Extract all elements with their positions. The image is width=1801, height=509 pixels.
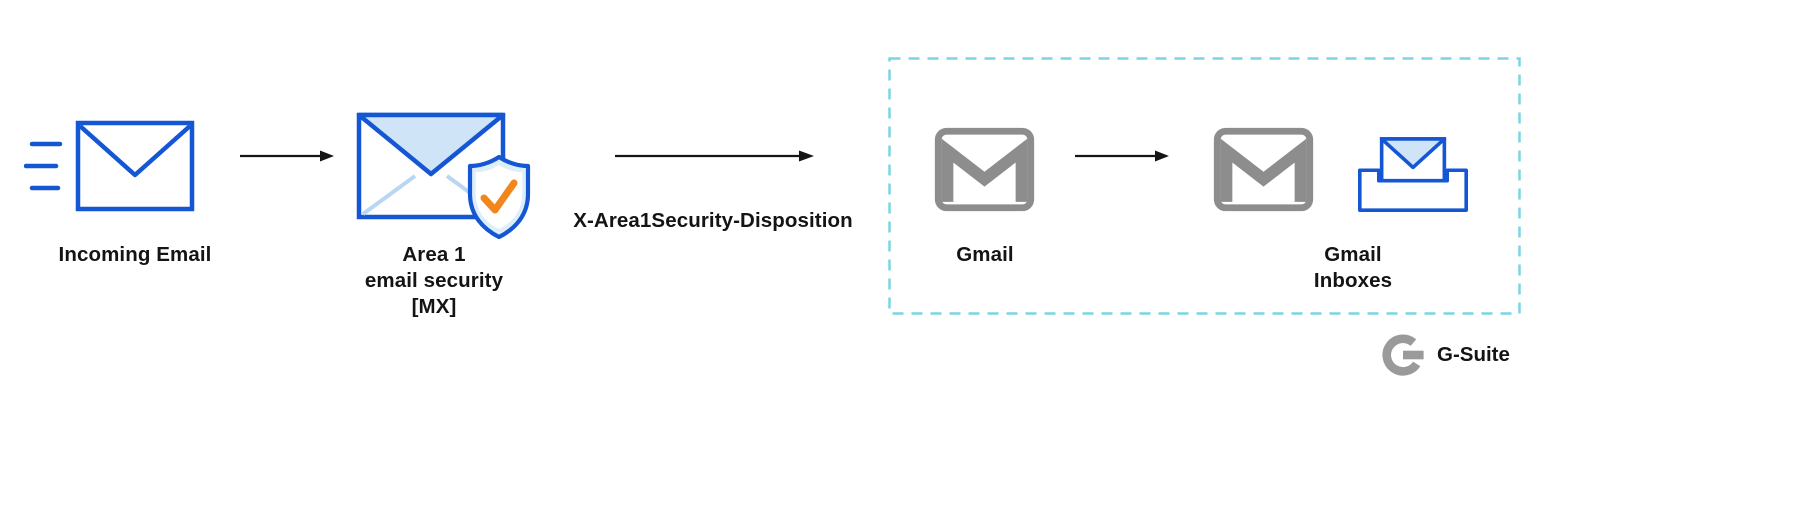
gmail-icon (934, 127, 1035, 212)
gsuite-label: G-Suite (1437, 343, 1510, 366)
inbox-tray-icon (1357, 137, 1469, 212)
flow-arrow-3-icon (1075, 150, 1169, 162)
gmail-icon-2 (1213, 127, 1314, 212)
gmail-inboxes-label: Gmail Inboxes (1313, 243, 1393, 292)
incoming-email-label: Incoming Email (58, 243, 212, 266)
shield-icon (467, 154, 531, 240)
gsuite-brand: G-Suite (1380, 332, 1510, 378)
area1-label-line1: Area 1 (402, 243, 466, 266)
disposition-header-label: X-Area1Security-Disposition (573, 209, 853, 232)
area1-security-icon (356, 112, 531, 240)
incoming-email-icon (24, 120, 195, 212)
area1-label-line2: email security (364, 269, 504, 292)
checkmark-icon (480, 179, 518, 214)
envelope-icon (1379, 137, 1447, 187)
gmail-label: Gmail (956, 243, 1014, 266)
area1-label-line3: [MX] (411, 295, 457, 318)
flow-arrow-1-icon (240, 150, 334, 162)
flow-arrow-2-icon (615, 150, 814, 162)
tray-icon (1357, 168, 1469, 212)
envelope-icon (75, 120, 195, 212)
area1-label: Area 1 email security [MX] (334, 242, 534, 320)
g-logo-icon (1382, 334, 1424, 376)
speed-lines-icon (24, 141, 63, 191)
gsuite-dashed-boundary (888, 57, 1521, 315)
